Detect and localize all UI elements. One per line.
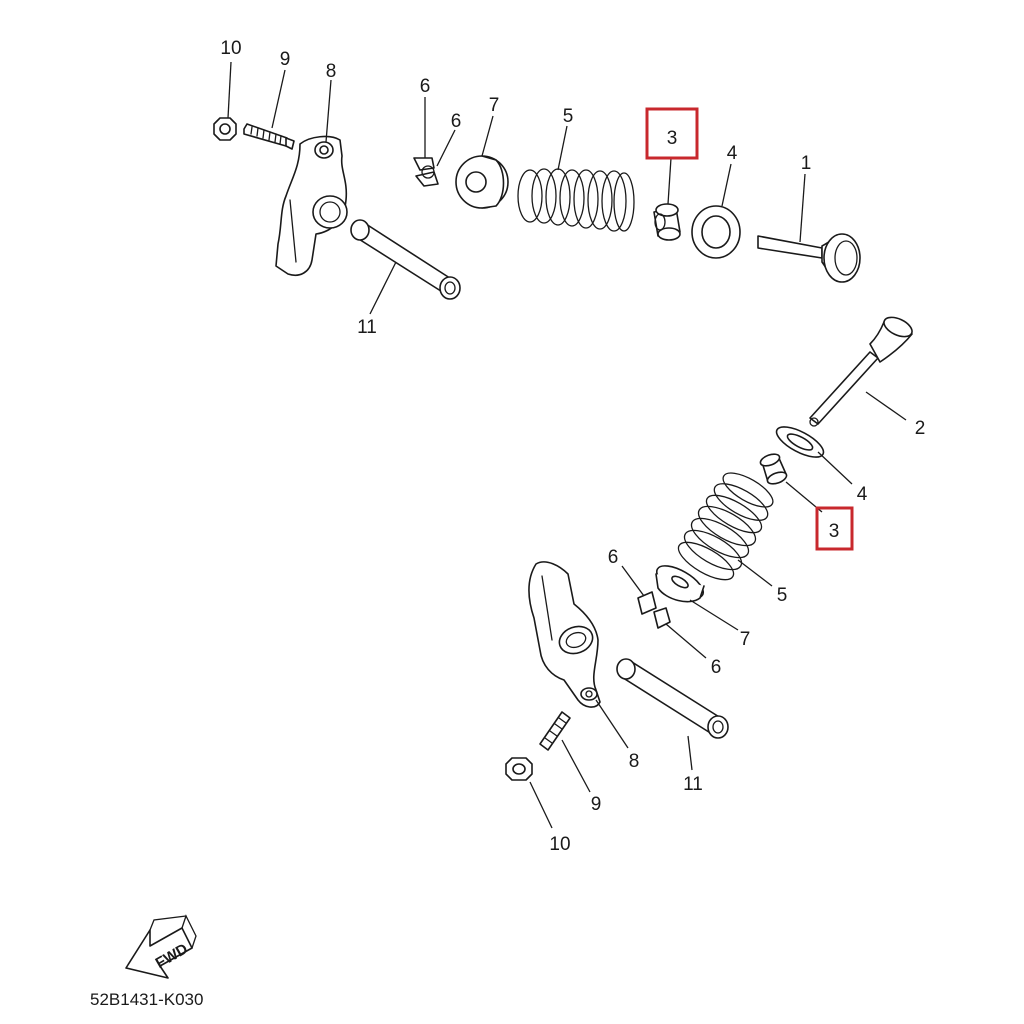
callout-4-top: 4: [727, 143, 738, 164]
valve-cotter-part-6-bottom: [637, 591, 671, 629]
callout-10-bottom: 10: [549, 834, 570, 855]
callout-3-top: 3: [667, 128, 678, 149]
adjusting-screw-part-9-bottom: [539, 711, 571, 751]
callout-2-bottom: 2: [915, 418, 926, 439]
spring-seat-washer-part-4-top: [691, 205, 741, 259]
callout-3-bottom: 3: [829, 521, 840, 542]
leader-lines-top: [227, 61, 806, 315]
highlight-box-part-3-top: [645, 107, 699, 160]
callout-5-top: 5: [563, 106, 574, 127]
callout-6b-top: 6: [451, 111, 462, 132]
spring-retainer-part-7-bottom: [655, 565, 705, 603]
callout-4-bottom: 4: [857, 484, 868, 505]
callout-10-top: 10: [220, 38, 241, 59]
callout-8-bottom: 8: [629, 751, 640, 772]
callout-6b-bottom: 6: [711, 657, 722, 678]
callout-7-top: 7: [489, 95, 500, 116]
callout-1-top: 1: [801, 153, 812, 174]
callout-11-top: 11: [357, 317, 377, 338]
callout-9-top: 9: [280, 49, 291, 70]
valve-part-1-top: [757, 233, 861, 283]
callouts-top: 10 9 8 6 6 7 5 3 4 1 11: [220, 38, 811, 338]
callouts-bottom: 2 4 3 5 6 7 6 8 11 9 10: [549, 418, 925, 855]
callout-8-top: 8: [326, 61, 337, 82]
callout-6a-bottom: 6: [608, 547, 619, 568]
fwd-arrow-icon: FWD: [125, 914, 197, 979]
callout-11-bottom: 11: [683, 774, 703, 795]
rocker-arm-part-8-top: [275, 135, 348, 276]
valve-cotter-part-6-top: [413, 157, 439, 187]
callout-7-bottom: 7: [740, 629, 751, 650]
spring-seat-washer-part-4-bottom: [775, 426, 825, 458]
nut-part-10-bottom: [505, 757, 533, 781]
nut-part-10-top: [213, 117, 237, 141]
highlight-box-part-3-bottom: [815, 506, 854, 551]
adjusting-screw-part-9-top: [243, 123, 295, 150]
diagram-code: 52B1431-K030: [90, 990, 203, 1009]
valve-part-2-bottom: [809, 316, 913, 427]
valve-stem-seal-part-3-top: [653, 203, 681, 241]
valve-spring-part-5-top: [517, 168, 635, 232]
valve-spring-part-5-bottom: [677, 472, 774, 581]
callout-6a-top: 6: [420, 76, 431, 97]
rocker-shaft-part-11-bottom: [616, 658, 729, 739]
callout-9-bottom: 9: [591, 794, 602, 815]
rocker-arm-part-8-bottom: [528, 561, 601, 708]
spring-retainer-part-7-top: [455, 155, 509, 209]
leader-lines-bottom: [529, 391, 907, 829]
callout-5-bottom: 5: [777, 585, 788, 606]
rocker-shaft-part-11-top: [350, 219, 461, 300]
valve-stem-seal-part-3-bottom: [759, 453, 788, 485]
